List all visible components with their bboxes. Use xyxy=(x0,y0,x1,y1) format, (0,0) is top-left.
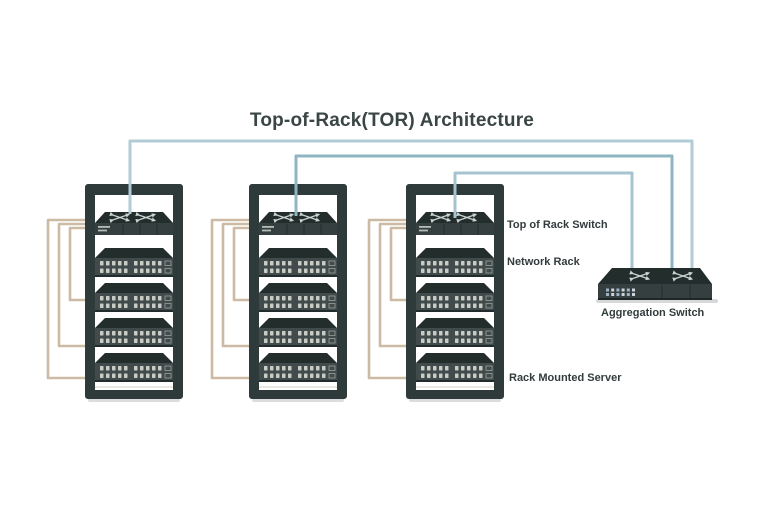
diagram-title: Top-of-Rack(TOR) Architecture xyxy=(250,110,534,131)
rack-mounted-server xyxy=(95,353,173,382)
server-cables xyxy=(46,218,414,380)
rack-mounted-server xyxy=(95,318,173,347)
label-aggregation-switch: Aggregation Switch xyxy=(601,307,705,319)
rack-mounted-server xyxy=(95,248,173,277)
server-cable xyxy=(57,222,93,348)
rack-mounted-server xyxy=(95,283,173,312)
server-cable xyxy=(232,226,257,302)
rack-mounted-server xyxy=(259,318,337,347)
rack-mounted-server xyxy=(416,283,494,312)
server-cable xyxy=(46,218,93,380)
tor-switch xyxy=(95,212,173,235)
network-rack xyxy=(85,184,183,402)
server-cable xyxy=(221,222,257,348)
server-cable xyxy=(367,218,414,380)
server-cable xyxy=(389,226,414,302)
uplink-cable xyxy=(294,154,674,272)
label-network-rack: Network Rack xyxy=(507,256,581,268)
network-rack xyxy=(406,184,504,402)
server-cable xyxy=(378,222,414,348)
tor-switch xyxy=(259,212,337,235)
racks xyxy=(85,184,504,402)
label-top-of-rack-switch: Top of Rack Switch xyxy=(507,219,608,231)
rack-mounted-server xyxy=(259,353,337,382)
rack-mounted-server xyxy=(416,248,494,277)
rack-mounted-server xyxy=(259,248,337,277)
rack-mounted-server xyxy=(416,318,494,347)
rack-mounted-server xyxy=(416,353,494,382)
uplink-cables xyxy=(128,139,694,272)
network-rack xyxy=(249,184,347,402)
aggregation-switch xyxy=(596,268,718,303)
uplink-cable xyxy=(128,139,694,272)
rack-mounted-server xyxy=(259,283,337,312)
label-rack-mounted-server: Rack Mounted Server xyxy=(509,372,622,384)
server-cable xyxy=(68,226,93,302)
uplink-cable xyxy=(453,171,634,272)
server-cable xyxy=(210,218,257,380)
